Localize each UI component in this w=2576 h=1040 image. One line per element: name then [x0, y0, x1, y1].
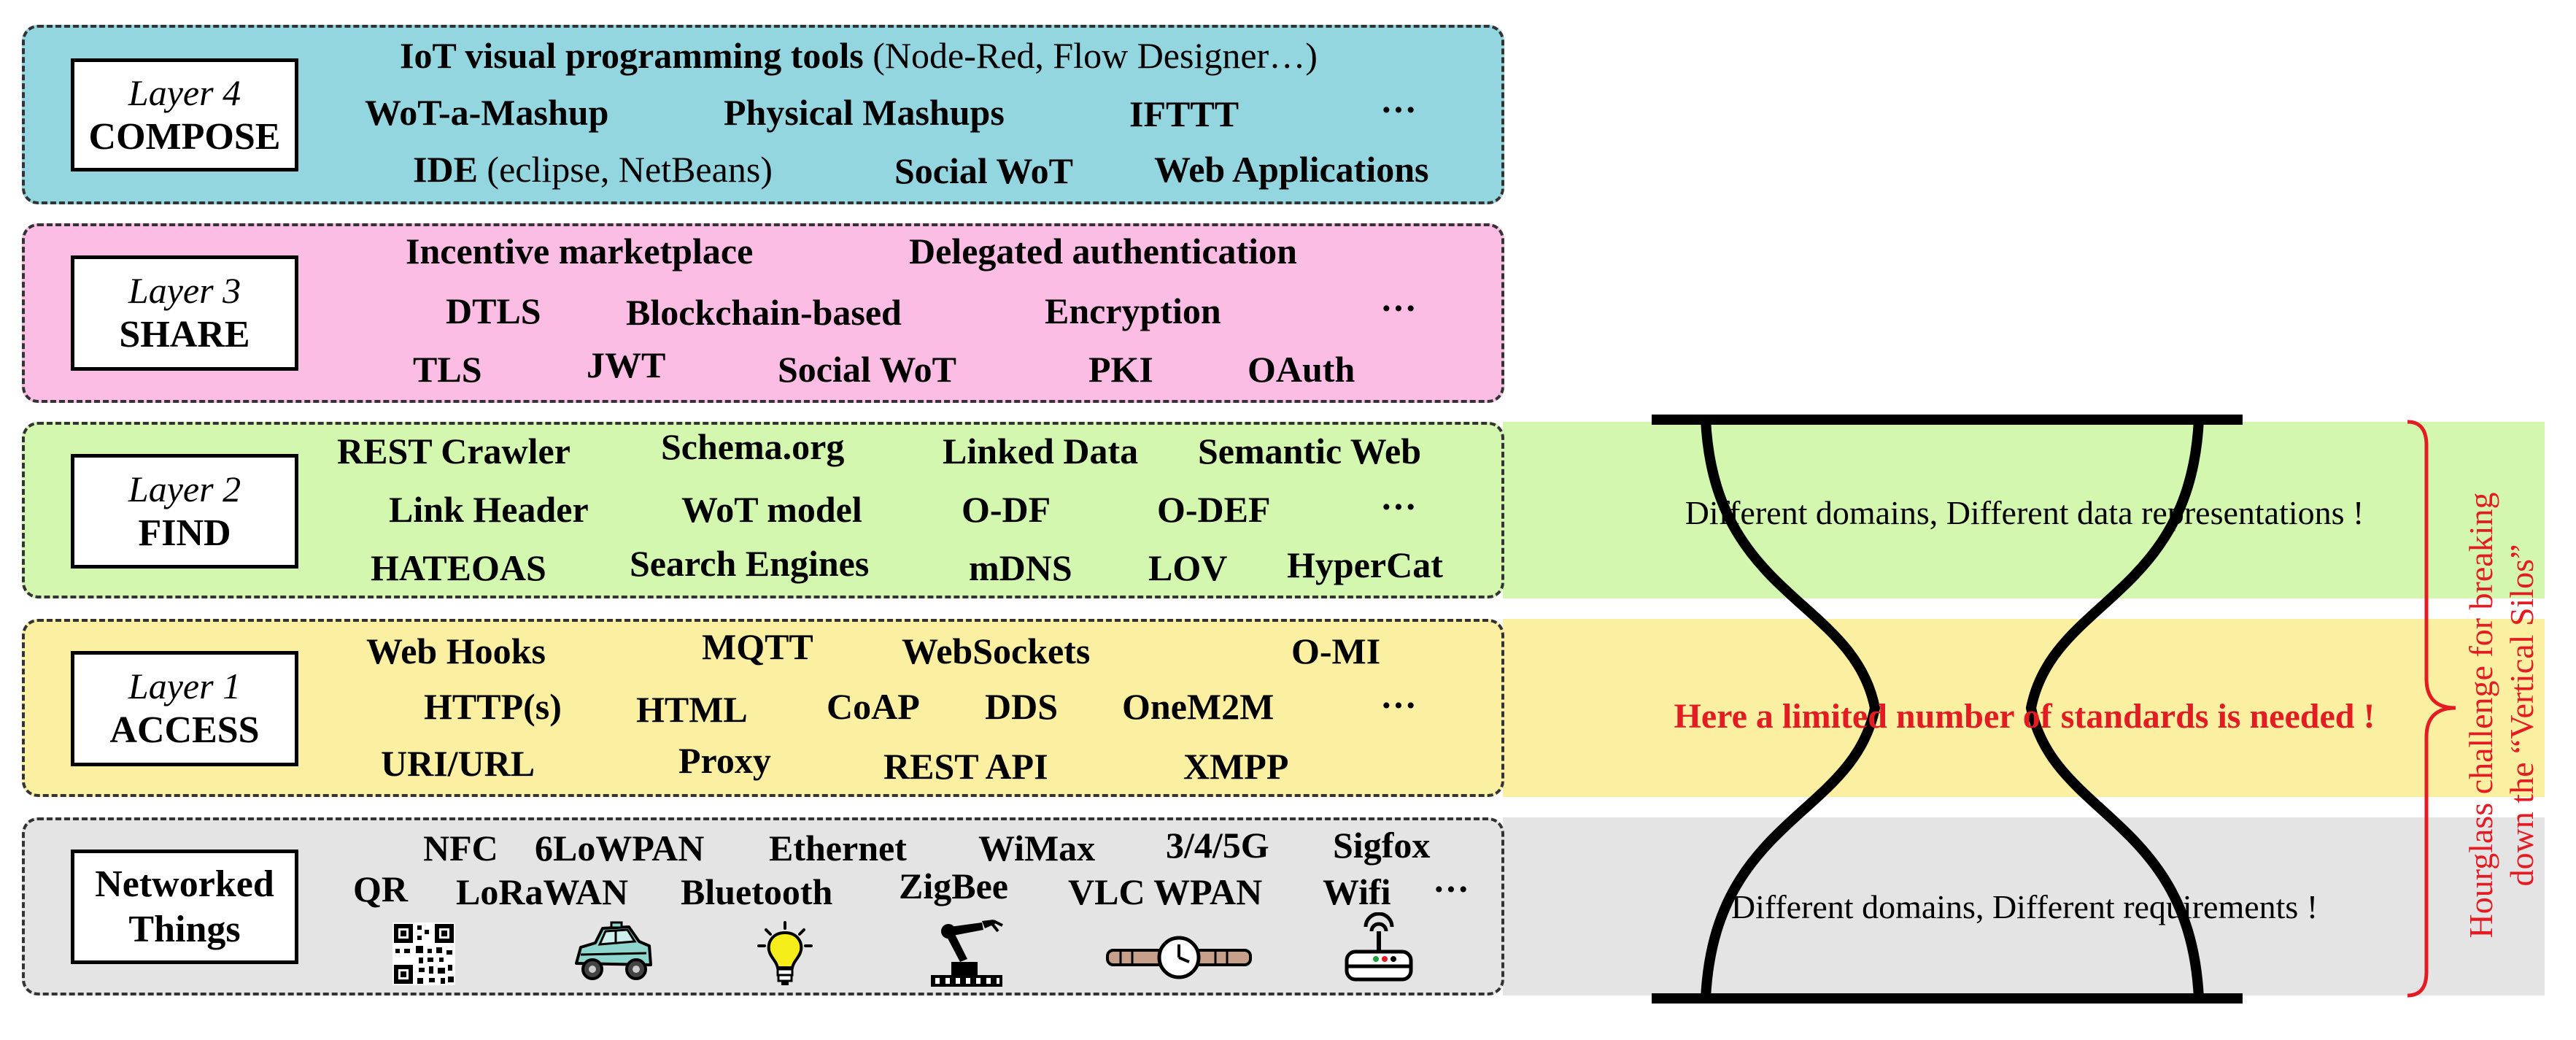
item-zigbee: ZigBee — [899, 866, 1008, 906]
item-pki: PKI — [1088, 349, 1153, 390]
layer-name: FIND — [138, 512, 231, 554]
item-schema-org: Schema.org — [661, 426, 845, 467]
item-hateoas: HATEOAS — [371, 547, 546, 588]
item-https: HTTP(s) — [424, 686, 562, 727]
item-lorawan: LoRaWAN — [456, 871, 629, 912]
side-label-line1: Hourglass challenge for breaking — [2462, 492, 2499, 939]
item-sigfox: Sigfox — [1333, 825, 1431, 866]
item-345g: 3/4/5G — [1166, 825, 1269, 866]
item-dtls: DTLS — [446, 290, 541, 331]
item-o-df: O-DF — [962, 489, 1051, 530]
item-iot-tools: IoT visual programming tools (Node-Red, … — [400, 35, 1318, 76]
item-coap: CoAP — [827, 686, 920, 727]
lightbulb-icon — [757, 921, 813, 985]
item-social-wot: Social WoT — [894, 150, 1073, 191]
item-web-hooks: Web Hooks — [366, 631, 546, 671]
layer-name: SHARE — [119, 314, 250, 355]
item-uri-url: URI/URL — [381, 743, 535, 784]
item-qr: QR — [353, 868, 408, 909]
item-proxy: Proxy — [678, 740, 771, 781]
layer-access-label: Layer 1 ACCESS — [71, 651, 298, 766]
side-label-line2: down the “Vertical Silos” — [2503, 544, 2540, 887]
layer-compose-label: Layer 4 COMPOSE — [71, 58, 298, 172]
find-band-extension — [1503, 422, 2545, 598]
item-web-applications: Web Applications — [1154, 149, 1429, 190]
item-more: ··· — [1380, 486, 1417, 527]
robot-arm-icon — [931, 920, 1003, 987]
access-band-extension — [1503, 619, 2545, 797]
layer-number: Layer 1 — [128, 666, 241, 706]
item-rest-api: REST API — [883, 746, 1048, 787]
things-band-extension — [1503, 817, 2545, 995]
item-more: ··· — [1380, 685, 1417, 725]
item-oauth: OAuth — [1248, 349, 1355, 390]
item-6lowpan: 6LoWPAN — [535, 828, 705, 868]
item-xmpp: XMPP — [1183, 746, 1289, 787]
item-more: ··· — [1380, 89, 1417, 130]
note-things: Different domains, Different requirement… — [1730, 888, 2318, 925]
layer-number: Layer 3 — [128, 270, 241, 311]
item-onem2m: OneM2M — [1122, 686, 1275, 727]
note-find: Different domains, Different data repres… — [1685, 494, 2364, 531]
item-more: ··· — [1433, 868, 1470, 909]
item-ide: IDE (eclipse, NetBeans) — [413, 149, 773, 190]
item-tls: TLS — [413, 349, 482, 390]
item-o-mi: O-MI — [1291, 631, 1381, 671]
item-mqtt: MQTT — [702, 626, 813, 667]
item-linked-data: Linked Data — [943, 431, 1139, 471]
item-html: HTML — [636, 689, 748, 730]
item-wot-a-mashup: WoT-a-Mashup — [365, 92, 609, 133]
layer-name: ACCESS — [109, 709, 260, 751]
wristwatch-icon — [1106, 936, 1252, 979]
item-wifi: Wifi — [1323, 871, 1391, 912]
item-ethernet: Ethernet — [769, 828, 907, 868]
item-search-engines: Search Engines — [630, 543, 870, 584]
things-name-line2: Things — [128, 908, 241, 950]
layer-name: COMPOSE — [88, 115, 281, 158]
item-websockets: WebSockets — [902, 631, 1091, 671]
hourglass-shape — [1652, 415, 2243, 1004]
item-dds: DDS — [985, 686, 1059, 727]
wifi-router-icon — [1345, 912, 1413, 982]
item-social-wot: Social WoT — [778, 349, 956, 390]
item-physical-mashups: Physical Mashups — [724, 92, 1005, 133]
item-link-header: Link Header — [389, 489, 589, 530]
layer-find-label: Layer 2 FIND — [71, 454, 298, 569]
car-icon — [575, 921, 652, 980]
item-lov: LOV — [1148, 547, 1228, 588]
item-jwt: JWT — [587, 344, 666, 385]
item-semantic-web: Semantic Web — [1198, 431, 1422, 471]
layer-share-label: Layer 3 SHARE — [71, 255, 298, 371]
curly-brace — [2407, 420, 2456, 998]
hourglass-side-label: Hourglass challenge for breaking down th… — [2461, 390, 2548, 1040]
item-ifttt: IFTTT — [1129, 93, 1239, 134]
item-mdns: mDNS — [969, 547, 1072, 588]
item-nfc: NFC — [423, 828, 498, 868]
item-delegated-authentication: Delegated authentication — [909, 231, 1297, 271]
note-access: Here a limited number of standards is ne… — [1674, 697, 2375, 736]
item-incentive-marketplace: Incentive marketplace — [406, 231, 754, 271]
item-hypercat: HyperCat — [1287, 544, 1443, 585]
item-wot-model: WoT model — [681, 489, 862, 530]
item-wimax: WiMax — [978, 828, 1096, 868]
item-blockchain: Blockchain-based — [626, 292, 902, 333]
things-name-line1: Networked — [95, 863, 274, 905]
qr-code-icon — [392, 922, 455, 985]
item-encryption: Encryption — [1045, 290, 1221, 331]
item-bluetooth: Bluetooth — [681, 871, 833, 912]
networked-things-label: Networked Things — [71, 850, 298, 964]
item-o-def: O-DEF — [1157, 489, 1271, 530]
item-vlc-wpan: VLC WPAN — [1068, 871, 1263, 912]
layer-number: Layer 2 — [128, 468, 241, 509]
item-more: ··· — [1380, 288, 1417, 328]
layer-compose-band — [22, 25, 1504, 204]
layer-number: Layer 4 — [128, 72, 241, 113]
item-rest-crawler: REST Crawler — [337, 431, 570, 471]
